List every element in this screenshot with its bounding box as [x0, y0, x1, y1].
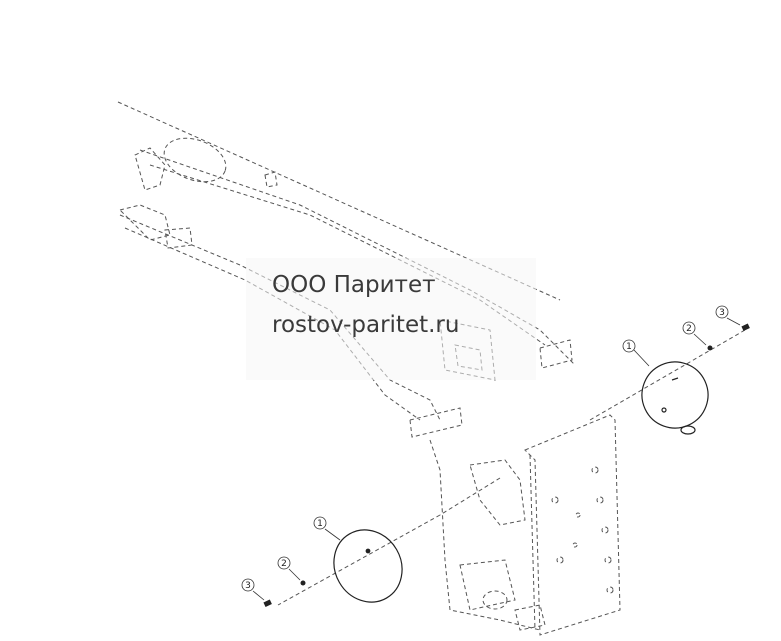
- callout-label: 3: [245, 581, 251, 591]
- right-washer-part: [707, 345, 713, 351]
- right-bolt-part: [741, 323, 750, 331]
- left-bolt-part: [263, 599, 272, 607]
- callout-label: 1: [626, 342, 632, 352]
- callout-left-cover: 1: [313, 516, 341, 541]
- callout-label: 2: [686, 324, 692, 334]
- watermark-company-name: ООО Паритет: [272, 272, 436, 298]
- right-cover-part: [641, 361, 709, 435]
- callout-label: 1: [317, 519, 323, 529]
- callout-label: 3: [719, 308, 725, 318]
- callout-label: 2: [281, 559, 287, 569]
- watermark-background: [246, 258, 536, 380]
- left-cover-part: [333, 529, 403, 603]
- left-washer-part: [300, 580, 306, 586]
- callout-right-washer: 2: [682, 321, 707, 346]
- callout-right-bolt: 3: [715, 305, 741, 326]
- callout-right-cover: 1: [622, 339, 650, 367]
- watermark-website: rostov-paritet.ru: [272, 312, 460, 338]
- callout-left-washer: 2: [277, 556, 301, 581]
- callout-left-bolt: 3: [241, 578, 265, 601]
